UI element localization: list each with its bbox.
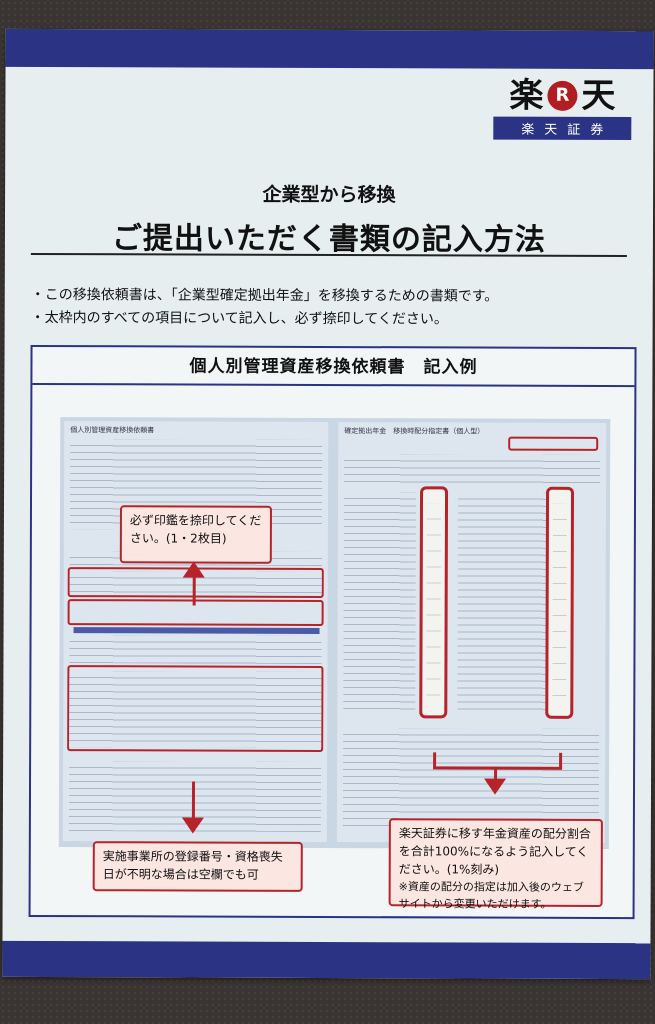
- page-subtitle: 企業型から移換: [262, 183, 396, 207]
- arrow-to-seal: [192, 575, 196, 606]
- fund-list-right: [457, 492, 547, 713]
- logo-subtitle: 楽天証券: [493, 116, 632, 141]
- callout-seal: 必ず印鑑を捺印してください。(1・2枚目): [119, 505, 272, 564]
- bottom-band: [2, 940, 651, 980]
- arrow-down-icon: [181, 817, 204, 834]
- form-text-lines: [69, 671, 322, 748]
- allocation-column-right: [545, 486, 575, 719]
- example-frame: 個人別管理資産移換依頼書 記入例 個人別管理資産移換依頼書 確定拠出年金 移換時…: [28, 344, 637, 920]
- sample-transfer-request-form: 個人別管理資産移換依頼書: [62, 421, 329, 842]
- form-text-lines: [342, 728, 600, 829]
- form-header-bar: [73, 627, 320, 634]
- document-sheet: 楽 R 天 楽天証券 企業型から移換 ご提出いただく書類の記入方法 ・この移換依…: [2, 28, 654, 980]
- sample-form-image: 個人別管理資産移換依頼書 確定拠出年金 移換時配分指定書（個人型）: [58, 417, 611, 849]
- callout-allocation: 楽天証券に移す年金資産の配分割合を合計100%になるよう記入してください。(1%…: [388, 818, 603, 911]
- instruction-item: ・この移換依頼書は、「企業型確定拠出年金」を移換するための書類です。: [30, 286, 499, 305]
- instruction-item: ・太枠内のすべての項目について記入し、必ず捺印してください。: [30, 309, 448, 328]
- form-left-heading: 個人別管理資産移換依頼書: [70, 426, 155, 435]
- logo-r-mark: R: [547, 80, 578, 111]
- allocation-column-left: [419, 486, 449, 719]
- arrow-down-icon: [483, 778, 507, 795]
- instruction-list: ・この移換依頼書は、「企業型確定拠出年金」を移換するための書類です。 ・太枠内の…: [31, 284, 499, 332]
- page-title: ご提出いただく書類の記入方法: [111, 221, 546, 258]
- sample-allocation-form: 確定拠出年金 移換時配分指定書（個人型）: [336, 422, 607, 843]
- callout-allocation-main: 楽天証券に移す年金資産の配分割合を合計100%になるよう記入してください。(1%…: [398, 826, 591, 877]
- logo-char-left: 楽: [509, 75, 544, 116]
- logo-char-right: 天: [581, 75, 616, 117]
- fund-list-left: [343, 492, 417, 713]
- form-text-lines: [344, 454, 601, 485]
- callout-employer-info: 実施事業所の登録番号・資格喪失日が不明な場合は空欄でも可: [92, 841, 303, 892]
- rakuten-securities-logo: 楽 R 天 楽天証券: [493, 75, 632, 141]
- form-text-lines: [69, 635, 322, 664]
- arrow-to-employer: [191, 781, 196, 820]
- callout-allocation-note: ※資産の配分の指定は加入後のウェブサイトから変更いただけます。: [398, 880, 584, 911]
- example-title: 個人別管理資産移換依頼書 記入例: [32, 346, 635, 388]
- arrow-up-icon: [182, 561, 205, 578]
- highlight-plan-type: [508, 436, 599, 451]
- arrow-bracket-bar: [433, 766, 563, 770]
- top-band: [5, 28, 654, 70]
